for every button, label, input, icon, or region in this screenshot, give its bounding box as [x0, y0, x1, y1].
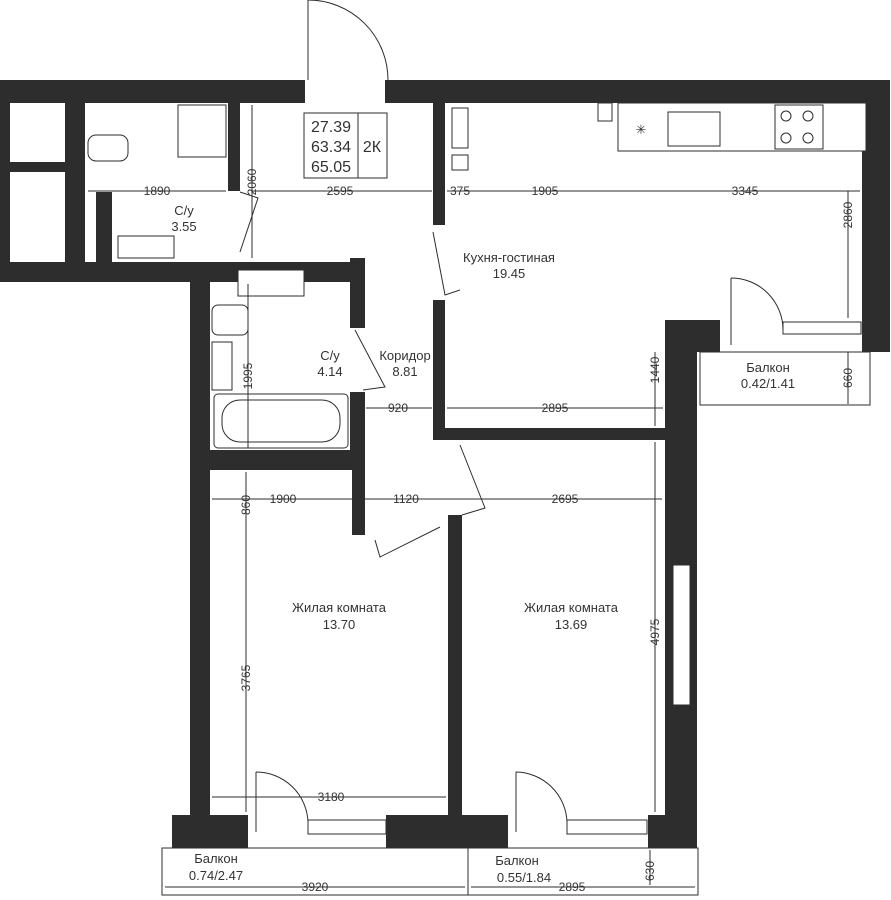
- fixtures: ✳: [87, 102, 867, 449]
- dim-label: 1995: [241, 362, 255, 389]
- total-with-balconies: 65.05: [311, 159, 351, 176]
- room-area: 3.55: [171, 219, 196, 234]
- dim-label: 3765: [239, 664, 253, 691]
- dim-label: 860: [239, 495, 253, 515]
- dim-label: 1440: [648, 356, 662, 383]
- room-area: 19.45: [493, 266, 526, 281]
- dim-label: 630: [643, 861, 657, 881]
- balcony-kitchen: [699, 351, 871, 406]
- dimension-lines: [88, 105, 860, 888]
- dim-label: 2860: [841, 201, 855, 228]
- area-summary: 27.39 63.34 65.05 2К: [303, 112, 388, 179]
- room-area: 0.55/1.84: [497, 870, 551, 885]
- room-area: 4.14: [317, 364, 342, 379]
- window: [566, 819, 648, 835]
- room-name: Жилая комната: [524, 600, 619, 615]
- room-name: Кухня-гостиная: [463, 250, 555, 265]
- dim-label: 2895: [559, 880, 586, 894]
- room-area: 0.42/1.41: [741, 376, 795, 391]
- dim-label: 2060: [245, 168, 259, 195]
- doors: [239, 0, 784, 832]
- dim-label: 2595: [327, 184, 354, 198]
- room-area: 13.69: [555, 617, 588, 632]
- window: [307, 819, 387, 835]
- room-name: С/у: [174, 203, 194, 218]
- window: [782, 321, 862, 335]
- total-area: 63.34: [311, 139, 351, 156]
- room-area: 13.70: [323, 617, 356, 632]
- dim-label: 3920: [302, 880, 329, 894]
- dim-label: 1900: [270, 492, 297, 506]
- apartment-type: 2К: [363, 139, 382, 156]
- room-name: Коридор: [379, 348, 430, 363]
- dim-label: 375: [450, 184, 470, 198]
- appliance-icon: ✳: [636, 122, 647, 137]
- room-area: 8.81: [392, 364, 417, 379]
- dim-label: 1890: [144, 184, 171, 198]
- room-name: Жилая комната: [292, 600, 387, 615]
- room-name: С/у: [320, 348, 340, 363]
- window: [672, 564, 691, 706]
- dim-label: 1905: [532, 184, 559, 198]
- living-area: 27.39: [311, 119, 351, 136]
- room-name: Балкон: [194, 851, 238, 866]
- room-name: Балкон: [746, 360, 790, 375]
- dim-label: 3345: [732, 184, 759, 198]
- room-area: 0.74/2.47: [189, 868, 243, 883]
- dim-label: 3180: [318, 790, 345, 804]
- window-vents: [483, 95, 589, 103]
- dim-label: 2695: [552, 492, 579, 506]
- dim-label: 1120: [393, 492, 419, 506]
- dim-label: 2895: [542, 401, 569, 415]
- dim-label: 920: [388, 401, 408, 415]
- dim-label: 660: [841, 368, 855, 388]
- dim-label: 4975: [648, 618, 662, 645]
- room-name: Балкон: [495, 853, 539, 868]
- dimension-labels: 1890 2060 2595 375 1905 3345 2860 1995 9…: [144, 168, 855, 894]
